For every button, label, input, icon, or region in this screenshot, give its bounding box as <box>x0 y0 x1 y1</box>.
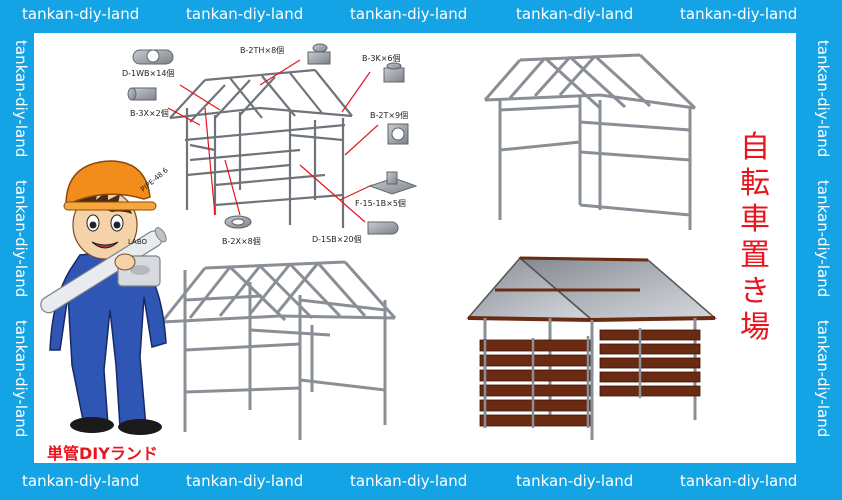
part-d1sb-icon <box>367 221 399 235</box>
title-char: 置 <box>740 238 770 273</box>
watermark-top-3: tankan-diy-land <box>350 5 468 23</box>
watermark-top-5: tankan-diy-land <box>680 5 798 23</box>
mascot-character <box>40 160 167 435</box>
frame-diagram-parts <box>169 68 353 228</box>
part-label-b2x: B-2X×8個 <box>222 237 261 246</box>
part-b3k-icon <box>383 67 405 83</box>
watermark-bottom-1: tankan-diy-land <box>22 472 140 490</box>
watermark-bottom-2: tankan-diy-land <box>186 472 304 490</box>
title-char: 車 <box>740 202 770 237</box>
frame-assembled-bottom <box>160 260 397 440</box>
title-char: 場 <box>740 310 770 345</box>
part-label-b3k: B-3K×6個 <box>362 54 401 63</box>
watermark-top-1: tankan-diy-land <box>22 5 140 23</box>
shed-finished <box>466 256 717 440</box>
title-char: 転 <box>740 166 770 201</box>
watermark-top-2: tankan-diy-land <box>186 5 304 23</box>
part-label-b2t: B-2T×9個 <box>370 111 409 120</box>
part-leader-lines <box>167 59 379 223</box>
part-label-d1wb: D-1WB×14個 <box>122 69 175 78</box>
part-label-d1sb: D-1SB×20個 <box>312 235 362 244</box>
part-icons <box>127 43 418 235</box>
brand-name: 単管DIYランド <box>47 444 158 463</box>
watermark-bottom-4: tankan-diy-land <box>516 472 634 490</box>
part-label-b2th: B-2TH×8個 <box>240 46 285 55</box>
title-bicycle-shed: 自 転 車 置 き 場 <box>738 130 772 346</box>
watermark-top-4: tankan-diy-land <box>516 5 634 23</box>
part-f15-icon <box>368 177 418 195</box>
title-char: 自 <box>740 130 770 165</box>
block-text: LABO <box>128 238 148 246</box>
part-b2th-icon <box>307 51 331 65</box>
frame-assembled-top <box>483 53 697 230</box>
watermark-bottom-3: tankan-diy-land <box>350 472 468 490</box>
part-label-f15: F-15-1B×5個 <box>355 199 406 208</box>
title-char: き <box>740 274 770 309</box>
part-label-b3x: B-3X×2個 <box>130 109 169 118</box>
watermark-bottom-5: tankan-diy-land <box>680 472 798 490</box>
